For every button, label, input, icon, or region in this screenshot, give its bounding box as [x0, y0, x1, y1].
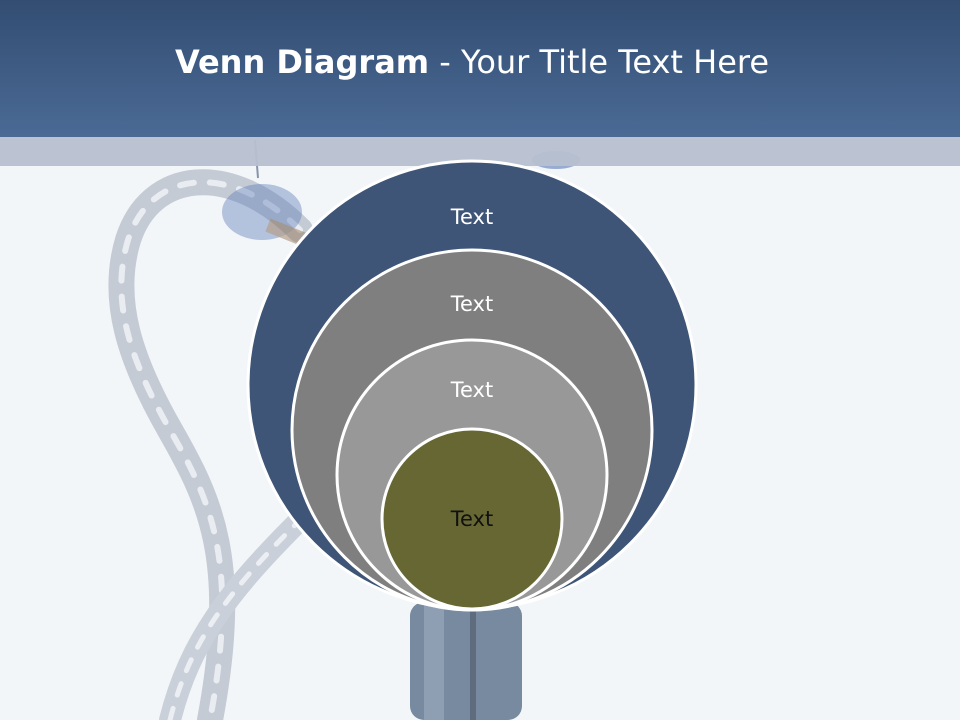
venn-label-third: Text	[450, 378, 494, 402]
venn-circle-inner	[380, 427, 564, 611]
title-bold-part: Venn Diagram	[174, 43, 430, 81]
slide-title: Venn Diagram - Your Title Text Here	[0, 42, 944, 82]
venn-label-second: Text	[450, 292, 494, 316]
title-bar	[0, 0, 960, 137]
title-rest-part: - Your Title Text Here	[429, 43, 770, 81]
venn-label-inner: Text	[450, 507, 494, 531]
venn-label-outer: Text	[450, 205, 494, 229]
